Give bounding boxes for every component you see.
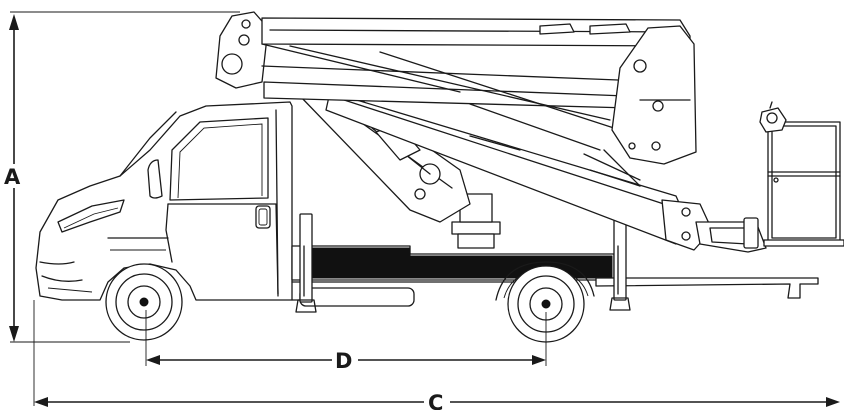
front-wheel (105, 263, 183, 341)
truck-cab (35, 101, 293, 301)
upper-boom (215, 11, 697, 187)
chassis-frame (291, 245, 819, 307)
outrigger-front (295, 213, 317, 313)
dimension-c-label: C (428, 391, 443, 410)
telescopic-boom (325, 91, 767, 253)
dimension-d-label: D (335, 349, 352, 373)
dimension-a: A (4, 11, 240, 343)
dimension-d: D (145, 310, 547, 373)
platform-basket (759, 101, 844, 247)
dimension-a-label: A (4, 165, 21, 189)
dimension-c: C (33, 300, 840, 410)
